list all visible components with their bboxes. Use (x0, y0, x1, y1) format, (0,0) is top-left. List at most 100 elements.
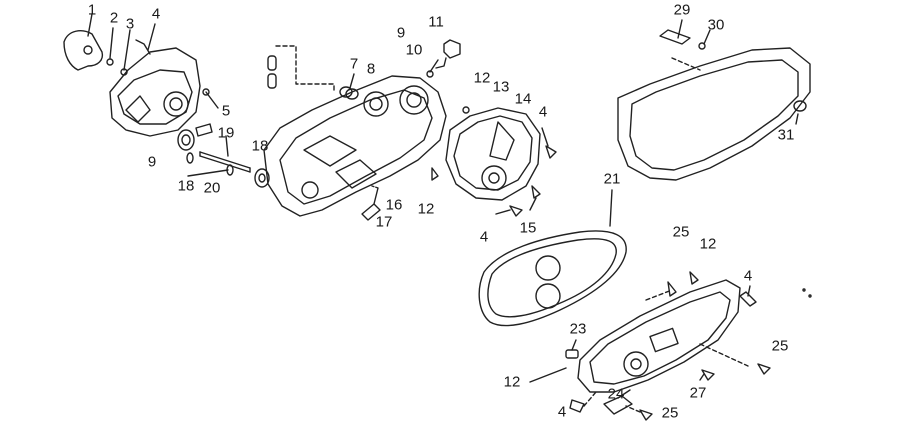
bolt-icon (106, 58, 114, 66)
leader-line (617, 389, 631, 399)
dashed-guide (671, 57, 701, 71)
dashed-guide (583, 391, 597, 407)
dashed-guide (645, 289, 673, 301)
callout-label: 8 (366, 60, 376, 78)
main-crankcase (263, 75, 447, 217)
bolt-icon (757, 363, 771, 375)
leader-line (529, 367, 567, 383)
callout-label: 31 (777, 126, 795, 144)
dowel-icon (267, 73, 277, 89)
shaft-icon (199, 151, 251, 169)
callout-label: 25 (771, 337, 789, 355)
dashed-guide (275, 45, 335, 93)
cover-gasket (478, 230, 627, 327)
callout-label: 12 (417, 200, 435, 218)
leader-line (541, 127, 549, 147)
leader-line (795, 113, 799, 125)
cap-icon (793, 100, 807, 112)
bolt-icon (361, 203, 381, 221)
leader-line (87, 13, 93, 37)
dowel-icon (565, 349, 579, 359)
transmission-cover (445, 107, 541, 201)
washer-icon (698, 42, 706, 50)
callout-label: 18 (177, 177, 195, 195)
leader-line (699, 373, 705, 381)
callout-label: 29 (673, 1, 691, 19)
leader-line (609, 189, 613, 227)
leader-line (147, 23, 156, 51)
callout-label: 4 (479, 228, 489, 246)
callout-label: 4 (743, 267, 753, 285)
callout-label: 15 (519, 219, 537, 237)
callout-label: 4 (557, 403, 567, 421)
callout-label: 7 (349, 55, 359, 73)
callout-label: 1 (87, 1, 97, 19)
left-cover-plate (63, 30, 104, 71)
pin-icon (202, 88, 210, 96)
bolt-icon (545, 145, 557, 159)
inner-drive-cover (577, 279, 741, 393)
callout-label: 25 (661, 404, 679, 422)
leader-line (187, 169, 229, 177)
callout-label: 10 (405, 41, 423, 59)
callout-label: 27 (689, 384, 707, 402)
callout-label: 3 (125, 15, 135, 33)
callout-label: 20 (203, 179, 221, 197)
washer-icon (186, 152, 194, 164)
callout-label: 21 (603, 170, 621, 188)
callout-label: 2 (109, 9, 119, 27)
oil-seal-icon (254, 168, 270, 188)
bolt-icon (569, 399, 585, 413)
dashed-guide (625, 405, 641, 413)
callout-label: 23 (569, 320, 587, 338)
oil-seal-icon (177, 129, 195, 151)
leader-line (495, 209, 511, 215)
bolt-icon (667, 281, 677, 297)
callout-label: 18 (251, 137, 269, 155)
leader-line (529, 197, 537, 211)
bracket-icon (603, 395, 633, 415)
leader-line (703, 29, 711, 45)
dowel-icon (462, 106, 470, 114)
leader-line (349, 73, 355, 89)
left-crankcase-half (109, 39, 201, 137)
dowel-icon (267, 55, 277, 71)
pin-icon (689, 271, 699, 285)
callout-label: 19 (217, 124, 235, 142)
bolt-icon (509, 205, 523, 217)
leader-line (205, 91, 219, 109)
bushing-icon (339, 86, 353, 98)
callout-label: 16 (385, 196, 403, 214)
leader-line (123, 29, 131, 71)
bolt-icon (701, 369, 715, 381)
callout-label: 12 (503, 373, 521, 391)
leader-line (571, 339, 577, 351)
outer-drive-cover (617, 47, 811, 181)
callout-label: 13 (492, 78, 510, 96)
callout-label: 12 (699, 235, 717, 253)
dowel-icon (195, 123, 213, 137)
bolt-icon (531, 185, 541, 199)
callout-label: 5 (221, 102, 231, 120)
callout-label: 14 (514, 90, 532, 108)
callout-label: 9 (396, 24, 406, 42)
callout-label: 24 (607, 385, 625, 403)
callout-label: 4 (151, 5, 161, 23)
leader-line (747, 285, 751, 297)
bolt-icon (639, 409, 653, 421)
leader-line (109, 27, 114, 59)
leader-line (677, 19, 683, 39)
pin-icon (431, 167, 439, 181)
leader-line (225, 135, 229, 157)
callout-label: 11 (428, 13, 444, 31)
drain-plug-icon (435, 39, 461, 69)
bolt-icon (739, 291, 757, 307)
bolt-icon (659, 29, 691, 45)
callout-label: 4 (538, 103, 548, 121)
callout-label: 30 (707, 16, 725, 34)
callout-label: 25 (672, 223, 690, 241)
callout-label: 17 (375, 213, 393, 231)
leader-line (429, 59, 439, 73)
